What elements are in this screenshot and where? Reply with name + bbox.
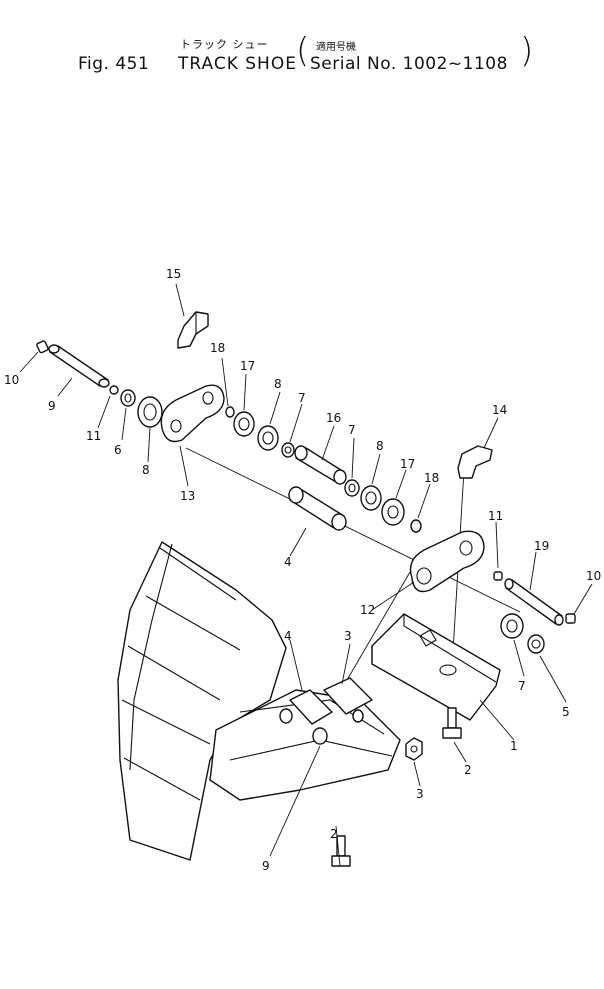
callout-2-right: 2: [464, 763, 472, 777]
part-washer-17-right: [381, 498, 405, 526]
callout-7-mid: 7: [298, 391, 306, 405]
part-o-ring-right: [410, 519, 422, 533]
callout-10-right: 10: [586, 569, 601, 583]
callout-17-right: 17: [400, 457, 415, 471]
callout-11-left: 11: [86, 429, 101, 443]
part-seal-8-lower: [500, 613, 524, 639]
callout-labels: 15 10 9 11 6 8 13 18 17 8 7 16 7 8 17 18…: [4, 267, 601, 873]
callout-19: 19: [534, 539, 549, 553]
part-seal-8-right: [360, 485, 382, 511]
part-shoe-plate: [371, 613, 501, 721]
applicability-japanese: 適用号機: [316, 42, 356, 53]
part-nut: [405, 737, 423, 761]
paren-open: (: [296, 31, 310, 71]
callout-4: 3: [344, 629, 352, 643]
part-ring-right: [493, 571, 503, 581]
figure-header: トラック シュー 適用号機 Fig. 451 TRACK SHOE ( Seri…: [0, 30, 604, 90]
callout-8-lower: 7: [518, 679, 526, 693]
title-english: TRACK SHOE: [178, 54, 297, 74]
callout-8-left: 8: [142, 463, 150, 477]
part-bolt-right: [442, 707, 462, 739]
track-assembly-body: [117, 541, 401, 861]
callout-8-right: 8: [376, 439, 384, 453]
part-pin-right: [504, 578, 564, 626]
callout-15: 15: [166, 267, 181, 281]
callout-2-lower: 2: [330, 827, 338, 841]
part-pin-left: [48, 344, 110, 388]
part-bushing-6: [288, 486, 347, 531]
callout-10-left: 10: [4, 373, 19, 387]
part-link-left: [160, 384, 225, 443]
part-washer-7-lower: [527, 634, 545, 654]
callout-7-left: 6: [114, 443, 122, 457]
title-japanese: トラック シュー: [180, 38, 269, 51]
part-ring-left: [109, 385, 119, 395]
callout-12: 12: [360, 603, 375, 617]
callout-6: 4: [284, 555, 292, 569]
callout-5: 4: [284, 629, 292, 643]
part-cap-left: [36, 340, 49, 354]
callout-7-lower: 5: [562, 705, 570, 719]
part-seal-left: [137, 396, 163, 428]
part-cap-15: [177, 311, 209, 349]
callout-11-right: 11: [488, 509, 503, 523]
callout-14: 14: [492, 403, 507, 417]
callout-18-right: 18: [424, 471, 439, 485]
callout-9-bottom: 9: [262, 859, 270, 873]
part-link-right: [409, 530, 485, 593]
callout-13: 13: [180, 489, 195, 503]
pin-axis-line: [185, 447, 521, 613]
leader-lines: [19, 283, 593, 867]
callout-16: 16: [326, 411, 341, 425]
callout-17-left: 17: [240, 359, 255, 373]
part-cap-right: [565, 613, 576, 624]
part-washer-left: [120, 389, 136, 407]
serial-range: Serial No. 1002~1108: [310, 54, 508, 74]
callout-7-right: 7: [348, 423, 356, 437]
part-bushing-16: [294, 445, 347, 485]
part-cap-14: [457, 445, 493, 479]
callout-1: 1: [510, 739, 518, 753]
part-bolt-lower: [331, 835, 351, 867]
figure-number: Fig. 451: [78, 54, 150, 74]
part-seal-8-mid: [257, 425, 279, 451]
paren-close: ): [520, 31, 534, 71]
part-washer-7-mid: [281, 442, 295, 458]
callout-9-top: 9: [48, 399, 56, 413]
part-washer-17-left: [233, 411, 255, 437]
part-washer-7-right: [344, 479, 360, 497]
callout-3: 3: [416, 787, 424, 801]
part-o-ring-left: [225, 406, 235, 418]
callout-8-mid: 8: [274, 377, 282, 391]
callout-18-left: 18: [210, 341, 225, 355]
